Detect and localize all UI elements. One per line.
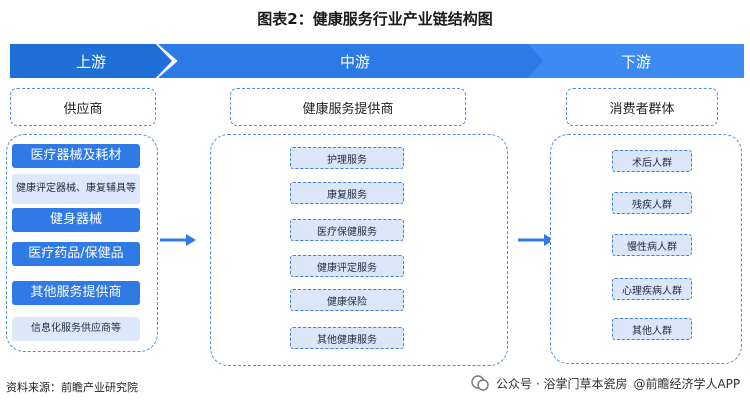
arrow-right-icon xyxy=(160,234,196,246)
midstream-header: 健康服务提供商 xyxy=(230,88,466,126)
upstream-header: 供应商 xyxy=(10,88,156,126)
downstream-item: 残疾人群 xyxy=(612,192,692,214)
stage-upstream-label: 上游 xyxy=(75,52,106,71)
downstream-header-text: 消费者群体 xyxy=(609,101,675,117)
downstream-header: 消费者群体 xyxy=(566,88,718,126)
midstream-header-text: 健康服务提供商 xyxy=(302,101,394,117)
stage-midstream-label: 中游 xyxy=(339,52,370,71)
midstream-item: 护理服务 xyxy=(290,147,404,169)
stage-downstream-label: 下游 xyxy=(620,52,651,71)
watermark-text: 公众号 · 浴掌门草本瓷房 xyxy=(496,376,628,391)
upstream-item: 其他服务提供商 xyxy=(12,281,140,305)
source-note: 资料来源：前瞻产业研究院 xyxy=(6,381,138,394)
downstream-item: 慢性病人群 xyxy=(612,234,692,256)
midstream-item: 健康保险 xyxy=(290,289,404,311)
midstream-item: 康复服务 xyxy=(290,182,404,204)
downstream-item: 其他人群 xyxy=(612,318,692,340)
downstream-item: 心理疾病人群 xyxy=(612,278,692,300)
downstream-item: 术后人群 xyxy=(612,150,692,172)
wechat-icon xyxy=(471,375,489,391)
upstream-item: 健康评定器械、康复辅具等 xyxy=(12,174,140,204)
stage-midstream-banner: 中游 xyxy=(158,44,552,78)
upstream-header-text: 供应商 xyxy=(63,101,103,117)
upstream-item: 医疗器械及耗材 xyxy=(12,144,140,168)
arrow-right-icon xyxy=(518,234,554,246)
upstream-item: 健身器械 xyxy=(12,208,140,232)
stage-downstream-banner: 下游 xyxy=(528,44,744,78)
midstream-item: 健康评定服务 xyxy=(290,255,404,277)
stage-upstream-banner: 上游 xyxy=(10,44,172,78)
midstream-item: 医疗保健服务 xyxy=(290,219,404,241)
midstream-item: 其他健康服务 xyxy=(290,327,404,349)
watermark-area: 公众号 · 浴掌门草本瓷房 @前瞻经济学人APP xyxy=(470,373,740,393)
brand-text: @前瞻经济学人APP xyxy=(633,376,741,391)
page-title: 图表2：健康服务行业产业链结构图 xyxy=(257,10,493,28)
upstream-item: 信息化服务供应商等 xyxy=(12,317,140,341)
upstream-item: 医疗药品/保健品 xyxy=(12,242,140,266)
